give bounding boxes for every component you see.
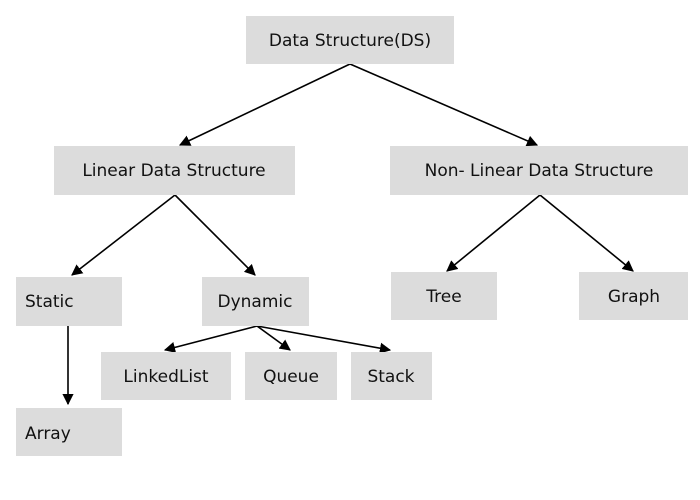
- node-linkedlist-label: LinkedList: [123, 367, 209, 387]
- node-root-label: Data Structure(DS): [269, 31, 431, 51]
- node-linear: Linear Data Structure: [54, 146, 295, 195]
- edges: [62, 63, 634, 406]
- node-dynamic: Dynamic: [202, 277, 309, 326]
- node-queue: Queue: [245, 352, 337, 400]
- node-graph: Graph: [579, 272, 688, 320]
- node-graph-label: Graph: [608, 287, 660, 307]
- node-stack: Stack: [351, 352, 432, 400]
- node-array-label: Array: [25, 424, 71, 444]
- node-dynamic-label: Dynamic: [218, 292, 293, 312]
- edge-root-to-nonlinear: [349, 63, 539, 147]
- edge-nonlinear-to-tree: [446, 194, 541, 272]
- edge-root-to-linear: [178, 63, 351, 146]
- node-nonlinear: Non- Linear Data Structure: [390, 146, 688, 195]
- node-linear-label: Linear Data Structure: [82, 161, 265, 181]
- node-tree-label: Tree: [425, 287, 461, 307]
- edge-linear-to-static: [71, 194, 176, 276]
- edge-dynamic-to-linkedlist: [163, 325, 258, 353]
- edge-linear-to-dynamic: [174, 194, 256, 276]
- edge-dynamic-to-stack: [256, 325, 392, 354]
- node-tree: Tree: [391, 272, 497, 320]
- node-static-label: Static: [25, 292, 74, 312]
- node-root: Data Structure(DS): [246, 16, 454, 64]
- node-queue-label: Queue: [263, 367, 319, 387]
- edge-nonlinear-to-graph: [539, 194, 634, 272]
- edge-dynamic-to-queue: [256, 325, 291, 351]
- node-static: Static: [16, 277, 122, 326]
- node-linkedlist: LinkedList: [101, 352, 231, 400]
- node-array: Array: [16, 408, 122, 456]
- node-nonlinear-label: Non- Linear Data Structure: [425, 161, 654, 181]
- node-stack-label: Stack: [367, 367, 414, 387]
